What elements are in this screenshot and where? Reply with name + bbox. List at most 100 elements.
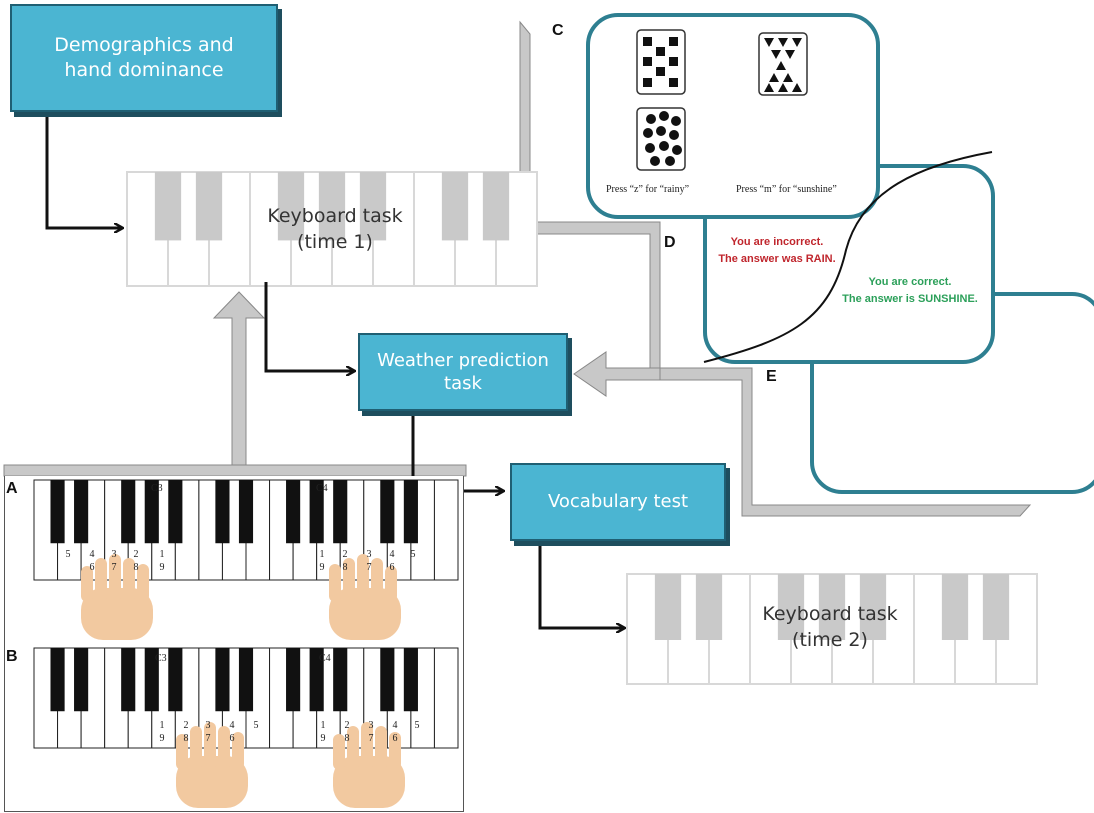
black-key [695, 574, 723, 640]
e-connector [649, 367, 1032, 517]
hand-icon [81, 554, 153, 640]
piano-black-key [215, 648, 230, 712]
finger-number: 1 9 [159, 720, 165, 744]
hand-icon [329, 554, 401, 640]
finger-number: 2 8 [342, 549, 348, 573]
arrow-into-weather [573, 351, 661, 397]
squares-pattern [643, 37, 678, 87]
piano-black-key [403, 648, 418, 712]
black-key [359, 172, 387, 241]
keyboard-task-time1-label: Keyboard task (time 1) [267, 205, 403, 253]
keyboard-task-time2-label: Keyboard task (time 2) [762, 603, 898, 651]
piano-black-key [144, 648, 159, 712]
panel-label-b: B [6, 648, 18, 665]
weather-prediction-box: Weather prediction task [358, 333, 568, 411]
piano-white-key [433, 647, 459, 749]
panel-label-c: C [552, 22, 564, 39]
piano-keyboard-b [33, 647, 459, 749]
piano-b-c4-label: C4 [319, 653, 331, 664]
finger-number: 2 8 [344, 720, 350, 744]
circles-pattern [643, 111, 682, 166]
vocabulary-test-box: Vocabulary test [510, 463, 726, 541]
piano-black-key [215, 480, 230, 544]
piano-black-key [121, 648, 136, 712]
black-key [195, 172, 223, 241]
up-arrow-to-keyboard [212, 291, 266, 466]
piano-black-key [74, 648, 89, 712]
piano-black-key [309, 480, 324, 544]
panel-label-e: E [766, 368, 777, 385]
piano-black-key [238, 648, 254, 712]
piano-black-key [380, 648, 395, 712]
piano-black-key [50, 480, 65, 544]
piano-black-key [333, 480, 348, 544]
piano-b-c3-label: C3 [155, 653, 167, 664]
incorrect-feedback: You are incorrect. The answer was RAIN. [718, 236, 836, 265]
black-key [818, 574, 846, 640]
finger-number: 3 7 [111, 549, 117, 573]
finger-number: 2 8 [183, 720, 189, 744]
finger-number: 3 7 [205, 720, 211, 744]
panel-label-d: D [664, 234, 676, 251]
black-key [441, 172, 469, 241]
black-key [859, 574, 887, 640]
finger-number: 2 8 [133, 549, 139, 573]
finger-number: 3 7 [368, 720, 374, 744]
finger-number: 5 [65, 549, 71, 560]
piano-black-key [168, 480, 183, 544]
finger-number: 3 7 [366, 549, 372, 573]
press-z-instruction: Press “z” for “rainy” [606, 184, 690, 195]
black-key [982, 574, 1010, 640]
black-key [277, 172, 305, 241]
finger-number: 1 9 [319, 549, 325, 573]
finger-number: 4 6 [389, 549, 395, 573]
card-c [586, 13, 880, 219]
black-key [654, 574, 682, 640]
piano-panel-bar [3, 464, 467, 477]
piano-black-key [286, 480, 301, 544]
piano-black-key [168, 648, 183, 712]
piano-a-c3-label: C3 [151, 483, 163, 494]
hand-icon [333, 722, 405, 808]
panel-label-a: A [6, 480, 18, 497]
piano-black-key [286, 648, 301, 712]
demographics-label: Demographics and hand dominance [54, 34, 234, 81]
finger-number: 5 [414, 720, 420, 731]
piano-a-c4-label: C4 [316, 483, 328, 494]
piano-black-key [50, 648, 65, 712]
black-key [154, 172, 182, 241]
hand-icon [176, 722, 248, 808]
correct-feedback: You are correct. The answer is SUNSHINE. [842, 276, 978, 305]
piano-keyboard-a [33, 479, 459, 581]
finger-number: 1 9 [159, 549, 165, 573]
black-key [318, 172, 346, 241]
piano-black-key [309, 648, 324, 712]
keyboard-time1-illustration [126, 171, 538, 287]
piano-black-key [74, 480, 89, 544]
black-key [482, 172, 510, 241]
piano-black-key [238, 480, 254, 544]
piano-black-key [333, 648, 348, 712]
piano-black-key [144, 480, 159, 544]
black-key [777, 574, 805, 640]
finger-number: 4 6 [229, 720, 235, 744]
finger-number: 1 9 [320, 720, 326, 744]
vocabulary-test-label: Vocabulary test [547, 491, 689, 513]
keyboard-time2-illustration [626, 573, 1038, 685]
finger-number: 5 [410, 549, 416, 560]
finger-number: 4 6 [392, 720, 398, 744]
weather-prediction-label: Weather prediction task [377, 349, 549, 394]
piano-black-key [380, 480, 395, 544]
black-key [941, 574, 969, 640]
finger-number: 5 [253, 720, 259, 731]
piano-white-key [433, 479, 459, 581]
demographics-box: Demographics and hand dominance [10, 4, 278, 112]
piano-black-key [121, 480, 136, 544]
triangles-pattern [764, 38, 802, 92]
piano-black-key [403, 480, 418, 544]
